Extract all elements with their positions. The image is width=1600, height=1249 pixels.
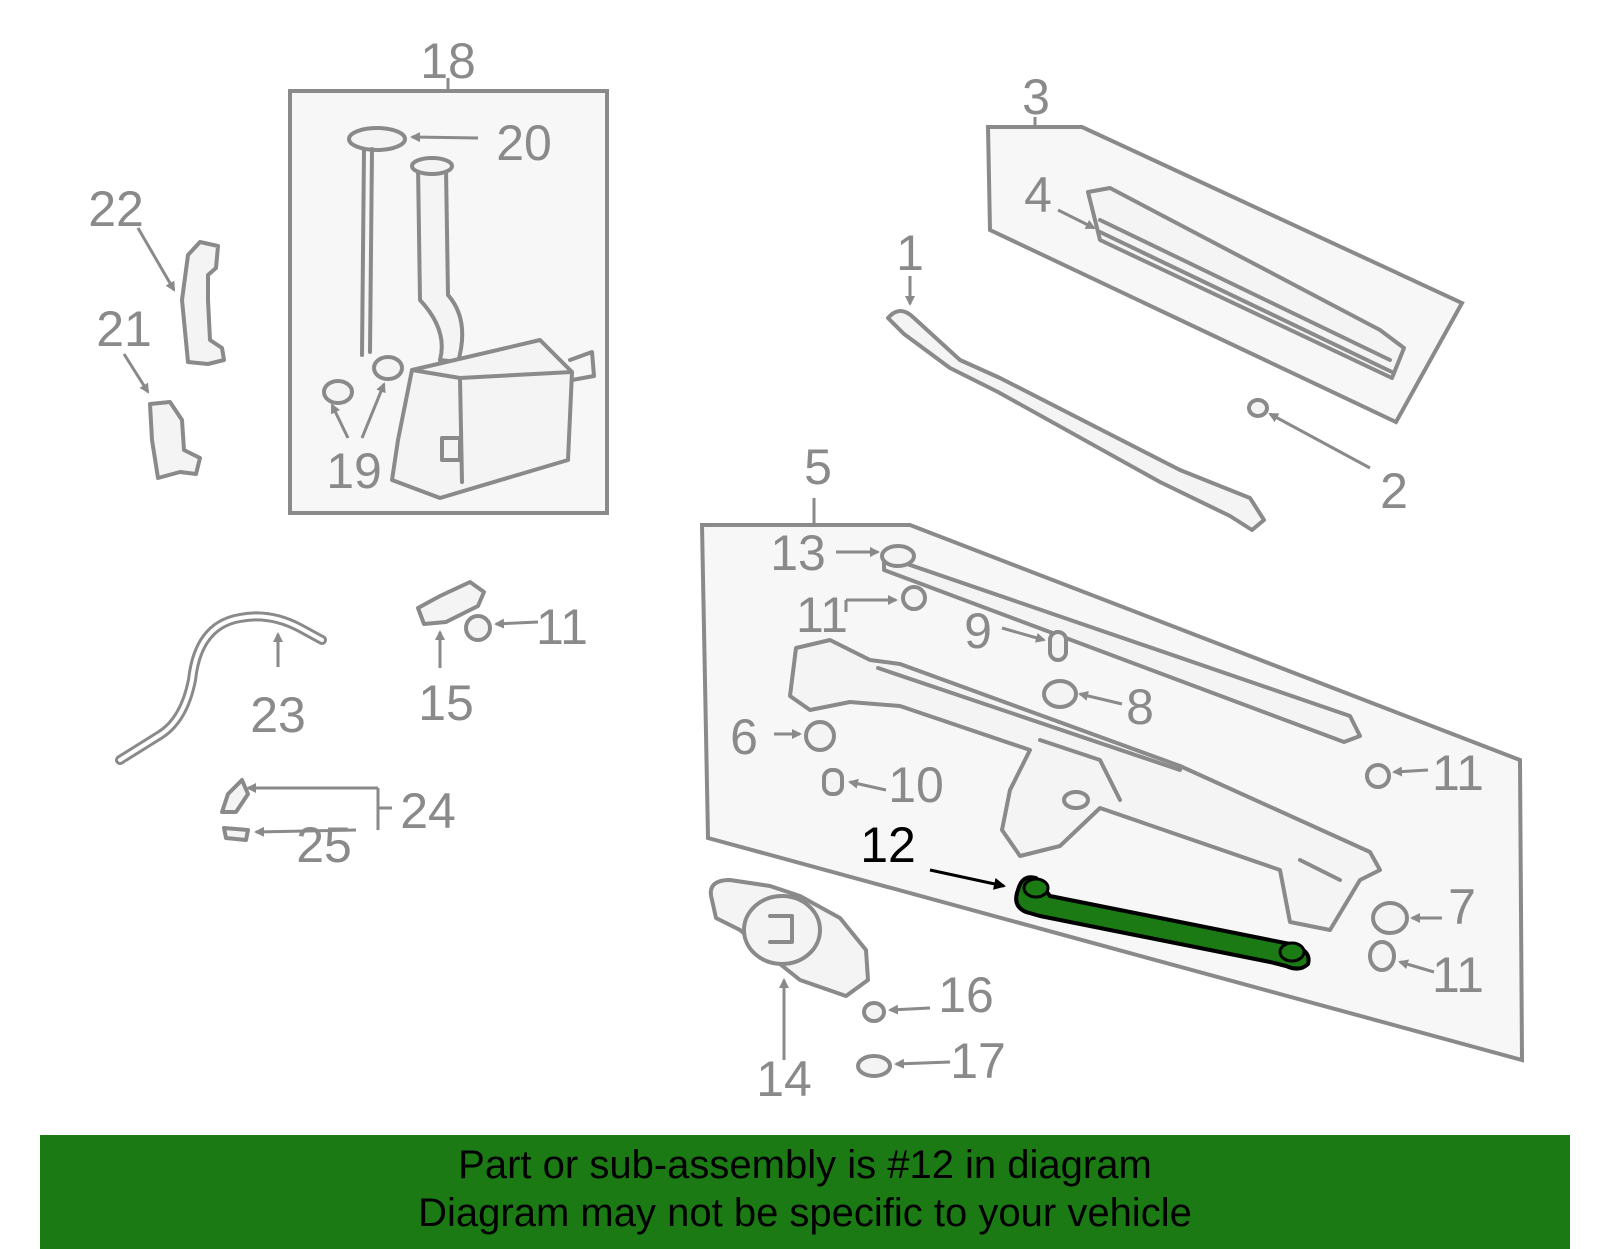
grommet-8 xyxy=(1042,679,1078,709)
callout-8: 8 xyxy=(1126,679,1154,735)
banner-line-1: Part or sub-assembly is #12 in diagram xyxy=(458,1143,1152,1187)
reservoir-group xyxy=(288,78,609,515)
nut-16 xyxy=(862,1001,886,1023)
wiper-motor xyxy=(708,878,951,1078)
bushing-10 xyxy=(822,768,844,796)
bushing-9 xyxy=(1048,630,1068,662)
grommet-7 xyxy=(1371,901,1409,935)
callout-3: 3 xyxy=(1022,69,1050,125)
callout-11-right: 11 xyxy=(1432,745,1484,801)
info-banner: Part or sub-assembly is #12 in diagram D… xyxy=(40,1135,1570,1249)
clip-25 xyxy=(222,826,250,842)
callout-19: 19 xyxy=(326,443,382,499)
cap-17 xyxy=(856,1054,892,1078)
bracket-15 xyxy=(416,580,486,626)
clip-24 xyxy=(220,778,250,814)
clip-11-upper xyxy=(901,585,927,611)
clip-11-right xyxy=(1365,763,1391,789)
callout-12: 12 xyxy=(860,817,916,873)
callout-11-upper: 11 xyxy=(796,587,848,643)
linkage-group xyxy=(699,498,1525,1063)
callout-10: 10 xyxy=(888,757,944,813)
callout-7: 7 xyxy=(1448,879,1476,935)
washer-tank xyxy=(390,338,574,500)
callout-17: 17 xyxy=(950,1033,1006,1089)
reservoir-cap xyxy=(347,126,407,152)
callout-22: 22 xyxy=(88,181,144,237)
pump-22 xyxy=(180,240,226,366)
nut-2 xyxy=(1247,398,1269,418)
callout-23: 23 xyxy=(250,687,306,743)
wiper-arm xyxy=(886,309,1266,532)
linkage-frame xyxy=(788,638,1382,932)
banner-line-2: Diagram may not be specific to your vehi… xyxy=(418,1191,1192,1235)
callout-4: 4 xyxy=(1024,167,1052,223)
callout-25: 25 xyxy=(296,817,352,873)
callout-15: 15 xyxy=(418,675,474,731)
callout-18: 18 xyxy=(420,33,476,89)
callout-21: 21 xyxy=(96,301,152,357)
washer-pumps xyxy=(122,227,226,480)
clip-11-lower xyxy=(1368,940,1396,972)
pump-21 xyxy=(148,400,202,480)
callout-16: 16 xyxy=(938,967,994,1023)
callout-11-lower: 11 xyxy=(1432,947,1484,1003)
callout-2: 2 xyxy=(1380,463,1408,519)
callout-9: 9 xyxy=(964,603,992,659)
callout-5: 5 xyxy=(804,439,832,495)
callout-24: 24 xyxy=(400,783,456,839)
callout-14: 14 xyxy=(756,1051,812,1107)
linkage-rod-12-highlight xyxy=(1014,875,1311,971)
wiper-blade-group xyxy=(985,117,1465,470)
callout-1: 1 xyxy=(896,225,924,281)
callout-20: 20 xyxy=(496,115,552,171)
drive-rod-13 xyxy=(882,554,1362,744)
callout-13: 13 xyxy=(770,525,826,581)
grommet-6 xyxy=(804,720,836,752)
callout-11-bracket: 11 xyxy=(536,599,588,655)
callout-6: 6 xyxy=(730,709,758,765)
